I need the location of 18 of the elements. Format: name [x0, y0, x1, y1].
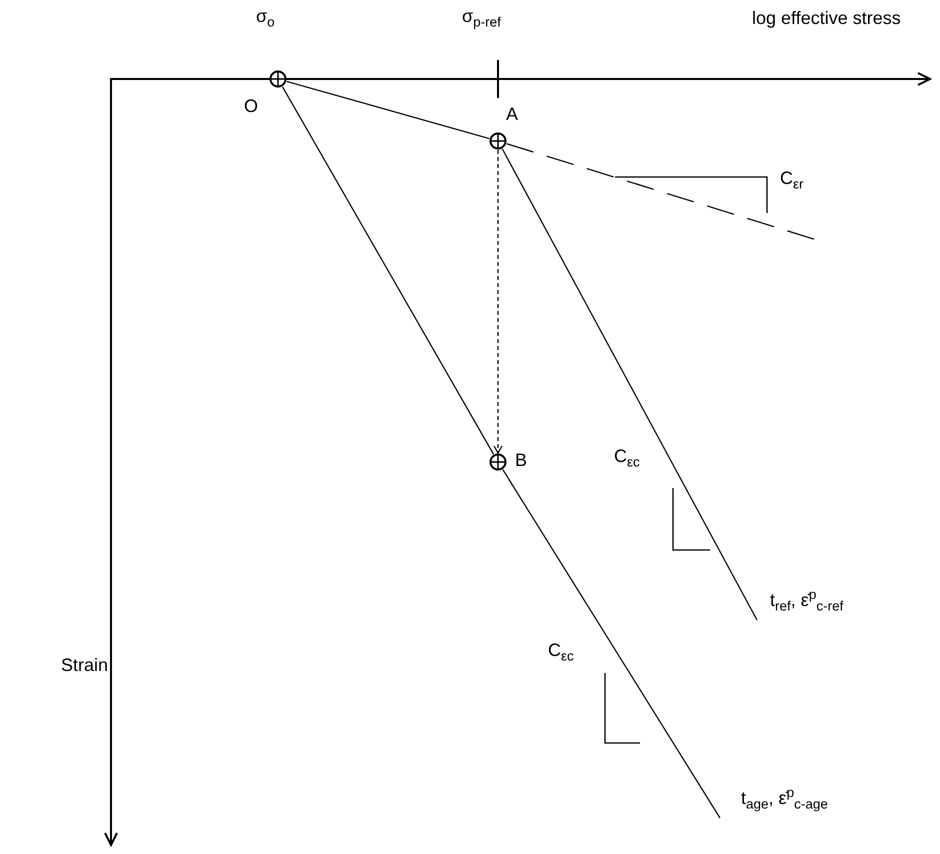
axis-label: σ$_{p-ref}$	[462, 6, 501, 31]
point-label: O	[244, 96, 258, 118]
slope-label: C$_{εr}$	[780, 168, 804, 193]
data-point	[489, 453, 507, 471]
curve-line	[286, 80, 490, 140]
data-point	[489, 132, 507, 150]
axis-label: σ$_{o}$	[256, 6, 275, 31]
arrow	[493, 150, 503, 454]
curve-line	[502, 148, 758, 620]
curve-line	[502, 469, 720, 818]
data-point	[269, 70, 287, 88]
axis-title: log effective stress	[752, 8, 901, 30]
slope-label: C$_{εc}$	[548, 640, 574, 665]
axis-title: Strain	[61, 655, 108, 677]
point-label: B	[515, 450, 528, 472]
slope-label: C$_{εc}$	[614, 446, 640, 471]
curve-line	[282, 86, 494, 454]
point-label: A	[506, 104, 518, 126]
